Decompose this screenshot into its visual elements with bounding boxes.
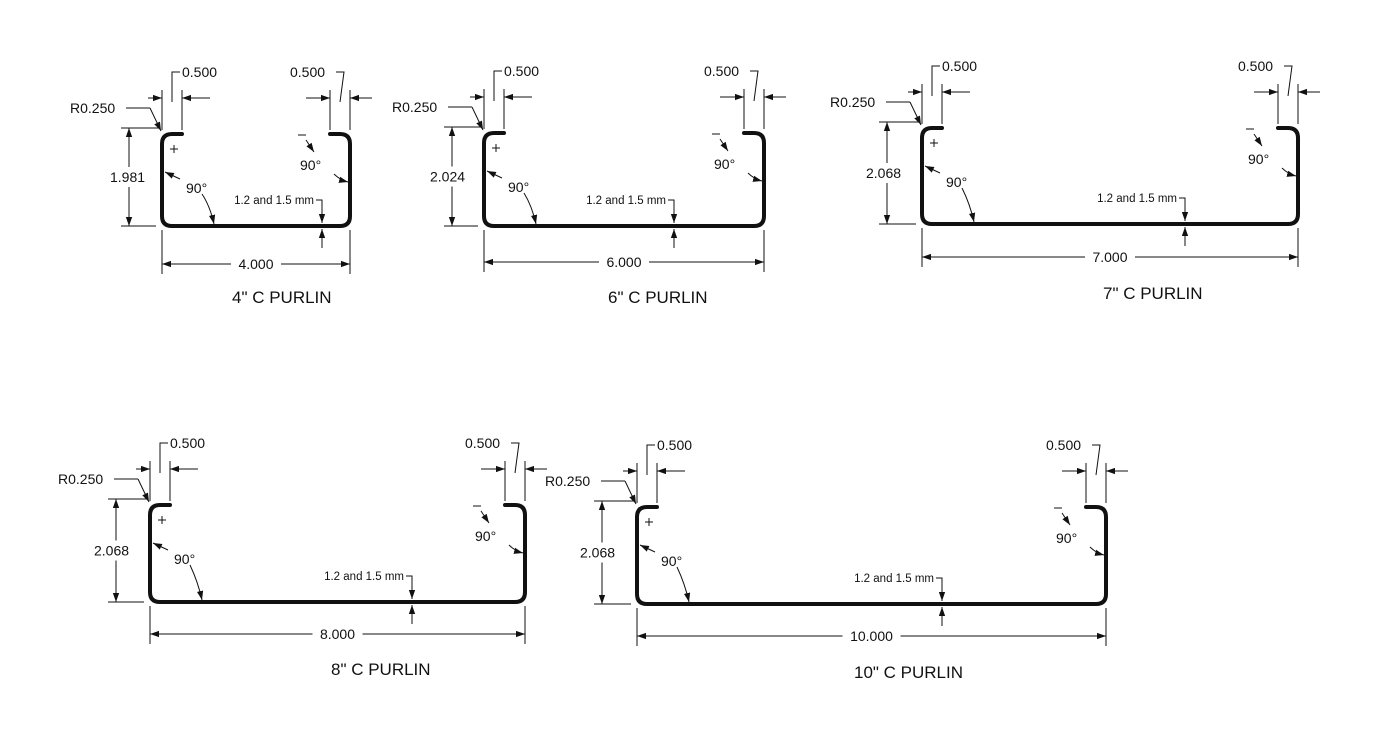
lip-left-leader <box>646 444 655 475</box>
angle-right-arc <box>747 172 763 182</box>
lip-right-value: 0.500 <box>465 435 500 451</box>
c-profile <box>482 131 766 228</box>
angle-left-arc <box>189 564 204 601</box>
radius-leader-d <box>137 478 150 503</box>
radius-label: R0.250 <box>830 94 875 110</box>
radius-label: R0.250 <box>70 100 115 116</box>
lip-right-leader <box>336 71 345 103</box>
width-value: 7.000 <box>1092 249 1127 265</box>
lip-left-leader <box>159 442 168 473</box>
angle-left-value: 90° <box>661 553 682 569</box>
radius-label: R0.250 <box>545 473 590 489</box>
angle-left-arc <box>201 193 216 225</box>
lip-right-value: 0.500 <box>290 64 325 80</box>
angle-right-value: 90° <box>300 157 321 173</box>
thickness-leader <box>936 577 946 601</box>
angle-left-value: 90° <box>186 180 207 196</box>
height-value: 2.068 <box>866 165 901 181</box>
angle-right-arc <box>508 544 524 554</box>
thickness-leader <box>406 575 416 599</box>
height-value: 2.024 <box>430 169 465 185</box>
radius-label: R0.250 <box>392 99 437 115</box>
radius-leader-d <box>149 107 162 132</box>
lip-left-value: 0.500 <box>657 437 692 453</box>
radius-leader-d <box>624 480 637 505</box>
lip-left-leader <box>931 65 940 96</box>
angle-left-value: 90° <box>174 551 195 567</box>
angle-right-value: 90° <box>714 156 735 172</box>
purlin-title: 10" C PURLIN <box>854 663 963 682</box>
thickness-leader <box>668 199 678 223</box>
angle-right-arc <box>1281 167 1297 177</box>
purlin-2: 7.000 2.068 R0.250 0.500 0.500 90° 90° 1.2 and … <box>830 58 1320 303</box>
purlin-title: 7" C PURLIN <box>1103 284 1203 303</box>
purlin-4: 10.000 2.068 R0.250 0.500 0.500 90° 90° 1.2 and… <box>545 437 1128 682</box>
angle-right-arc <box>1089 546 1105 556</box>
thickness-label: 1.2 and 1.5 mm <box>854 573 934 585</box>
lip-right-leader <box>1284 65 1293 97</box>
angle-left-arc <box>961 187 976 223</box>
purlin-title: 8" C PURLIN <box>331 660 431 679</box>
purlin-0: 4.000 1.981 R0.250 0.500 0.500 90° 90° 1.2 and … <box>70 64 372 307</box>
height-value: 2.068 <box>94 543 129 559</box>
angle-right-leader <box>719 138 729 152</box>
angle-left-leader <box>486 170 503 179</box>
thickness-label: 1.2 and 1.5 mm <box>1097 193 1177 205</box>
angle-right-leader <box>480 510 490 524</box>
angle-left-value: 90° <box>946 174 967 190</box>
purlin-title: 4" C PURLIN <box>232 288 332 307</box>
thickness-leader <box>316 199 326 223</box>
angle-right-value: 90° <box>475 528 496 544</box>
angle-left-leader <box>924 165 941 174</box>
angle-left-leader <box>164 171 181 180</box>
lip-right-value: 0.500 <box>704 63 739 79</box>
lip-left-value: 0.500 <box>170 435 205 451</box>
lip-left-leader <box>171 71 180 102</box>
radius-leader-d <box>909 101 922 126</box>
width-value: 8.000 <box>320 626 355 642</box>
height-value: 1.981 <box>110 169 145 185</box>
angle-right-value: 90° <box>1056 530 1077 546</box>
thickness-label: 1.2 and 1.5 mm <box>324 571 404 583</box>
angle-left-arc <box>676 566 691 603</box>
radius-leader-d <box>471 106 484 131</box>
lip-right-value: 0.500 <box>1046 437 1081 453</box>
width-value: 10.000 <box>850 628 893 644</box>
radius-label: R0.250 <box>58 471 103 487</box>
lip-left-leader <box>493 70 502 101</box>
angle-right-leader <box>1061 512 1071 526</box>
c-profile <box>148 503 527 604</box>
lip-right-leader <box>511 442 520 474</box>
c-profile <box>635 505 1108 606</box>
lip-right-value: 0.500 <box>1238 58 1273 74</box>
thickness-label: 1.2 and 1.5 mm <box>234 195 314 207</box>
angle-left-value: 90° <box>508 179 529 195</box>
c-profile <box>920 126 1300 226</box>
angle-right-arc <box>333 173 349 183</box>
width-value: 6.000 <box>606 254 641 270</box>
lip-right-leader <box>1092 444 1101 476</box>
angle-right-leader <box>1253 133 1263 147</box>
angle-left-arc <box>523 192 538 225</box>
lip-left-value: 0.500 <box>182 64 217 80</box>
angle-right-leader <box>305 139 315 153</box>
thickness-leader <box>1179 197 1189 221</box>
lip-left-value: 0.500 <box>942 58 977 74</box>
purlin-3: 8.000 2.068 R0.250 0.500 0.500 90° 90° 1.2 and … <box>58 435 547 679</box>
angle-right-value: 90° <box>1248 151 1269 167</box>
angle-left-leader <box>152 542 169 551</box>
c-profile <box>160 132 352 228</box>
lip-left-value: 0.500 <box>504 63 539 79</box>
angle-left-leader <box>639 544 656 553</box>
lip-right-leader <box>750 70 759 102</box>
purlin-title: 6" C PURLIN <box>608 288 708 307</box>
height-value: 2.068 <box>580 545 615 561</box>
width-value: 4.000 <box>238 256 273 272</box>
purlin-1: 6.000 2.024 R0.250 0.500 0.500 90° 90° 1.2 and … <box>392 63 786 307</box>
thickness-label: 1.2 and 1.5 mm <box>586 195 666 207</box>
